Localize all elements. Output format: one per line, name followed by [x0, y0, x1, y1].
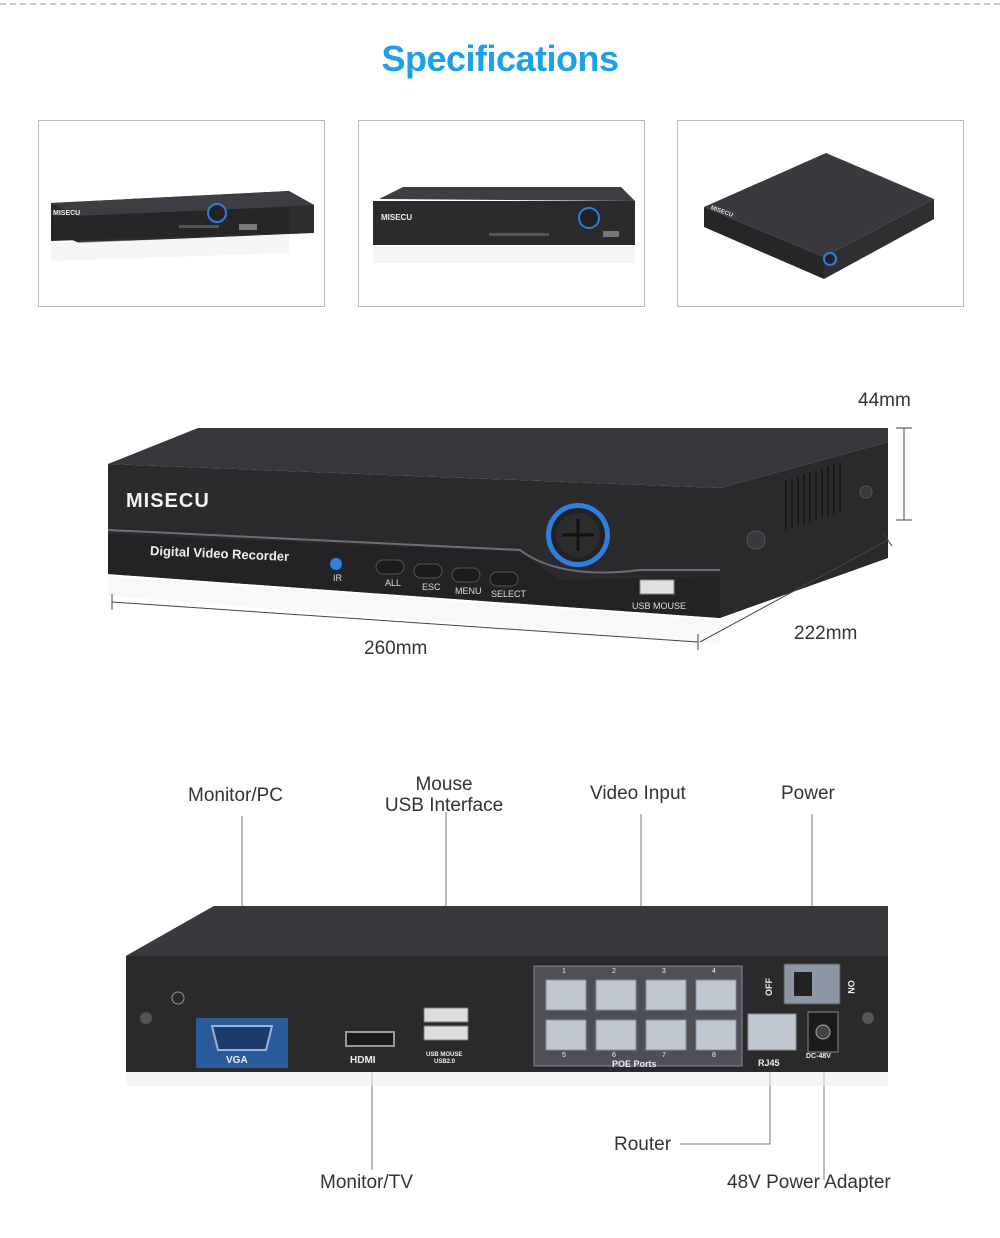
device-top-surface — [108, 428, 888, 488]
ir-label: IR — [333, 573, 342, 583]
thumbnail-front-center[interactable]: MISECU — [358, 120, 645, 307]
rj45-label: RJ45 — [758, 1058, 780, 1068]
callout-mouse-line1: Mouse — [415, 774, 473, 795]
front-button-esc — [413, 563, 443, 579]
hdmi-label: HDMI — [350, 1055, 376, 1066]
front-button-select — [489, 571, 519, 587]
front-usb-port-icon — [639, 579, 675, 595]
front-brand-logo: MISECU — [126, 490, 210, 512]
poe-number-3: 3 — [662, 968, 666, 975]
usb-mouse-rear-label: USB MOUSE — [426, 1052, 463, 1058]
poe-number-7: 7 — [662, 1052, 666, 1059]
screw-icon — [862, 1012, 874, 1024]
thumbnail-device-image — [51, 191, 314, 261]
ground-icon — [171, 991, 185, 1005]
poe-number-1: 1 — [562, 968, 566, 975]
poe-port-icons — [545, 979, 737, 1051]
depth-dimension-line — [699, 539, 889, 643]
callout-power-adapter: 48V Power Adapter — [727, 1172, 891, 1193]
side-screw-icon — [859, 485, 873, 499]
button-label-esc: ESC — [422, 582, 441, 592]
screw-icon — [140, 1012, 152, 1024]
depth-dimension: 222mm — [794, 623, 858, 644]
thumbnail-device-image — [704, 153, 934, 279]
front-button-menu — [451, 567, 481, 583]
callout-video-input: Video Input — [590, 783, 686, 804]
thumbnail-brand: MISECU — [53, 210, 81, 217]
width-dimension: 260mm — [364, 638, 428, 659]
ir-sensor-icon — [330, 558, 342, 570]
usb-mouse-label: USB MOUSE — [632, 601, 687, 611]
page-title: Specifications — [381, 38, 619, 79]
on-label: ON — [845, 980, 856, 994]
button-label-select: SELECT — [491, 589, 527, 599]
rj45-port-icon — [747, 1013, 797, 1051]
button-label-all: ALL — [385, 578, 402, 588]
callout-router: Router — [614, 1134, 672, 1155]
thumbnail-front-left[interactable]: MISECU — [38, 120, 325, 307]
thumbnail-brand: MISECU — [381, 213, 413, 222]
callout-mouse-line2: USB Interface — [384, 795, 504, 816]
thumbnail-top-angle[interactable]: MISECU — [677, 120, 964, 307]
front-button-all — [375, 559, 405, 575]
button-label-menu: MENU — [455, 586, 482, 596]
poe-ports-label: POE Ports — [612, 1059, 657, 1069]
vga-label: VGA — [226, 1055, 248, 1066]
poe-number-6: 6 — [612, 1052, 616, 1059]
vga-port-icon — [210, 1025, 274, 1051]
front-view-drawing — [107, 427, 912, 650]
width-dimension-line — [111, 601, 699, 643]
device-right-side — [720, 442, 888, 618]
side-screw-icon — [746, 530, 766, 550]
poe-number-4: 4 — [712, 968, 716, 975]
callout-power: Power — [781, 783, 835, 804]
height-dimension: 44mm — [858, 390, 911, 411]
thumbnail-device-image — [373, 187, 635, 263]
dc-48v-label: DC-48V — [806, 1053, 831, 1060]
off-label: OFF — [764, 978, 774, 996]
usb-port-top-icon — [423, 1007, 469, 1023]
callout-mouse-usb: Mouse USB Interface — [378, 774, 510, 816]
hdmi-port-icon — [345, 1031, 395, 1047]
usb2-label: USB2.0 — [434, 1059, 456, 1065]
side-vents — [785, 462, 841, 530]
callout-monitor-pc: Monitor/PC — [188, 785, 284, 806]
top-dashed-divider — [0, 3, 1000, 5]
poe-number-5: 5 — [562, 1052, 566, 1059]
rear-view-drawing — [126, 812, 888, 1180]
poe-number-2: 2 — [612, 968, 616, 975]
callout-monitor-tv: Monitor/TV — [320, 1172, 413, 1193]
poe-number-8: 8 — [712, 1052, 716, 1059]
usb-port-bottom-icon — [423, 1025, 469, 1041]
